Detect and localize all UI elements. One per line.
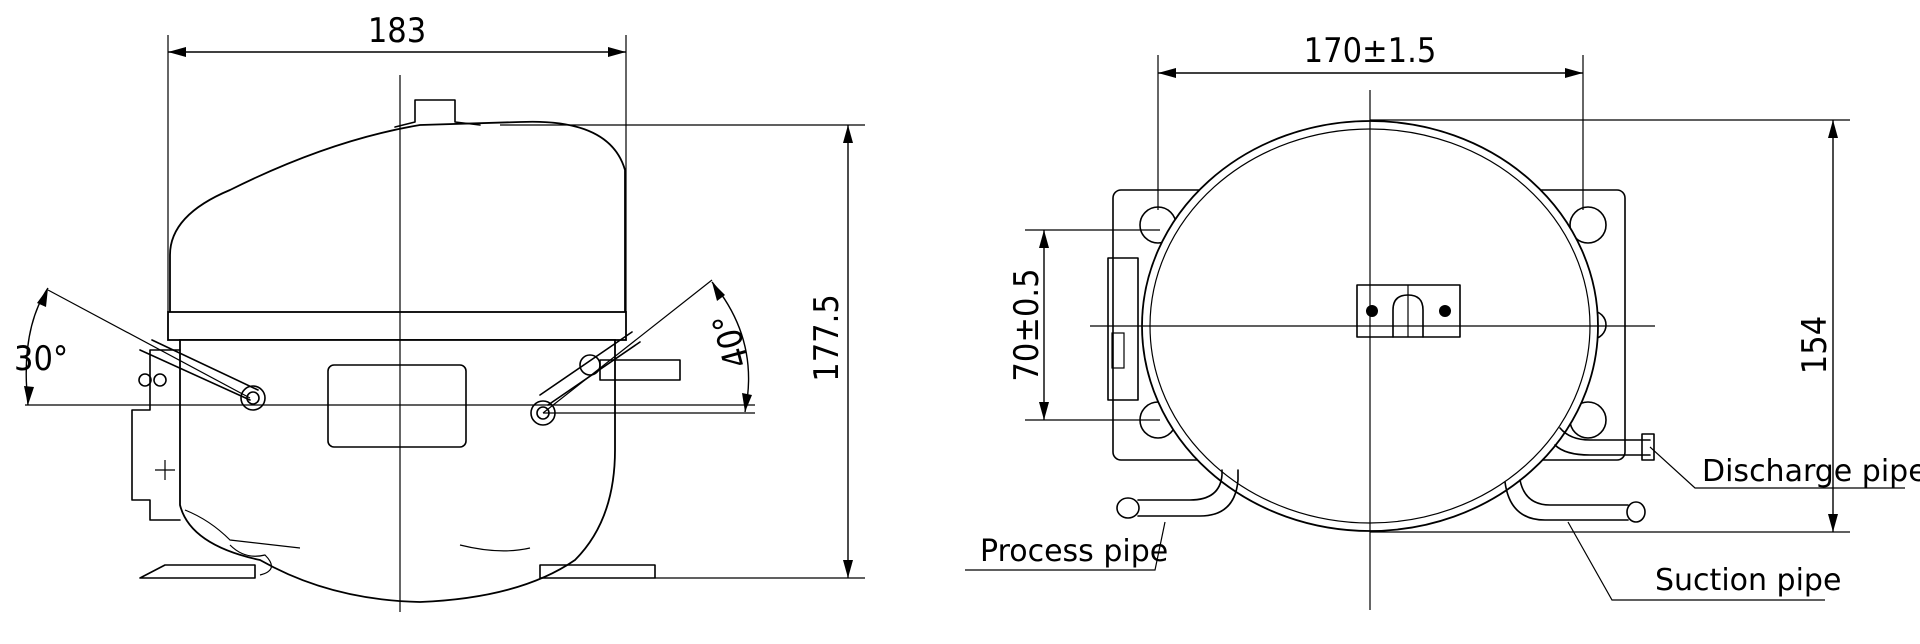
top-view: 170±1.5 70±0.5 154 Process pipe Discharg… — [965, 31, 1920, 610]
bracket-bolt — [138, 373, 152, 387]
left-pipe-fitting — [240, 385, 266, 411]
lower-shell — [179, 339, 616, 603]
angle-label-30: 30° — [14, 339, 68, 379]
discharge-pipe — [1554, 427, 1651, 456]
leader-suction-pipe — [1567, 521, 1825, 601]
angle-leg-left — [47, 289, 251, 399]
dim-width-170: 170±1.5 — [1304, 31, 1437, 71]
process-pipe — [1137, 469, 1239, 517]
belt-band — [167, 311, 627, 341]
label-process-pipe: Process pipe — [980, 534, 1168, 569]
dim-height-177-5: 177.5 — [807, 294, 847, 382]
side-view: 183 177.5 30° 40° — [14, 11, 865, 612]
dim-mount-70: 70±0.5 — [1007, 268, 1047, 381]
mount-hole — [1569, 206, 1607, 244]
dome-nub — [394, 99, 481, 128]
foot-left — [139, 564, 256, 579]
dim-width-183: 183 — [368, 11, 426, 51]
angle-label-40: 40° — [705, 309, 758, 372]
label-suction-pipe: Suction pipe — [1655, 563, 1841, 598]
leader-process-pipe — [965, 521, 1166, 571]
nameplate — [327, 364, 467, 448]
leader-discharge-pipe — [1649, 446, 1905, 489]
left-bracket — [131, 349, 181, 521]
compressor-dome — [169, 120, 626, 319]
angle-leg-right — [542, 279, 713, 414]
dim-height-154: 154 — [1795, 316, 1835, 374]
label-discharge-pipe: Discharge pipe — [1702, 454, 1920, 489]
bracket-bolt — [153, 373, 167, 387]
suction-pipe — [1504, 479, 1629, 521]
side-bracket — [1107, 257, 1139, 401]
left-pipe — [139, 339, 259, 401]
